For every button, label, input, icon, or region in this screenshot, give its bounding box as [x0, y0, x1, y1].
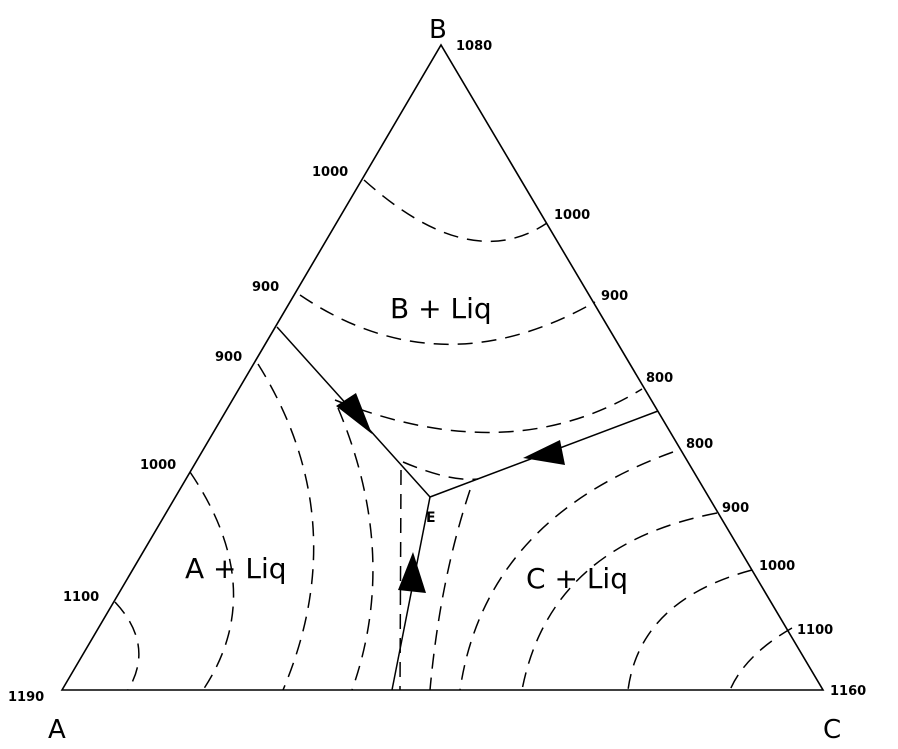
- isotherm-a-900: [257, 363, 315, 691]
- arrow-ab-to-eutectic: [336, 393, 372, 434]
- isotherm-b-1000: [363, 179, 548, 243]
- region-label-a-liq: A + Liq: [185, 552, 287, 585]
- cotectic-ac: [391, 496, 431, 691]
- region-label-b-liq: B + Liq: [390, 292, 492, 325]
- temp-label-a-vertex: 1190: [8, 690, 44, 705]
- temp-label-c-vertex: 1160: [830, 684, 866, 699]
- isotherm-a-1000: [189, 471, 235, 691]
- vertex-label-a: A: [48, 715, 66, 745]
- region-label-c-liq: C + Liq: [526, 562, 628, 595]
- arrow-bc-to-eutectic: [523, 440, 565, 465]
- temp-label-ab-1000: 1000: [140, 458, 176, 473]
- temp-label-bc-1000-lower: 1000: [759, 559, 795, 574]
- isotherm-b-800: [334, 388, 643, 434]
- isotherm-c-1000: [627, 569, 753, 691]
- temp-label-bc-800-upper: 800: [646, 371, 673, 386]
- eutectic-label: E: [426, 510, 436, 526]
- isotherm-c-900: [521, 512, 718, 691]
- temp-label-bc-1000: 1000: [554, 208, 590, 223]
- isotherm-a-near-eutectic: [337, 407, 374, 691]
- temp-label-ab-1000-upper: 1000: [312, 165, 348, 180]
- temp-label-bc-1100: 1100: [797, 623, 833, 638]
- isotherm-a-1100: [114, 601, 140, 691]
- vertex-label-b: B: [429, 15, 447, 45]
- temp-label-bc-900: 900: [601, 289, 628, 304]
- isotherm-a-inner: [399, 469, 402, 691]
- isotherm-b-900: [299, 294, 596, 346]
- arrow-ac-to-eutectic: [398, 552, 426, 593]
- isotherm-c-1100: [729, 627, 793, 691]
- triangle-outline: [60, 43, 825, 691]
- isotherm-c-800: [459, 451, 674, 691]
- isotherm-c-near-eutectic: [429, 489, 471, 691]
- vertex-label-c: C: [823, 715, 841, 745]
- isotherm-b-near-eutectic: [402, 461, 479, 481]
- temp-label-b-vertex: 1080: [456, 39, 492, 54]
- temp-label-ab-900-upper: 900: [252, 280, 279, 295]
- temp-label-bc-900-lower: 900: [722, 501, 749, 516]
- temp-label-ab-1100: 1100: [63, 590, 99, 605]
- temp-label-ab-900-lower: 900: [215, 350, 242, 365]
- temp-label-bc-800-lower: 800: [686, 437, 713, 452]
